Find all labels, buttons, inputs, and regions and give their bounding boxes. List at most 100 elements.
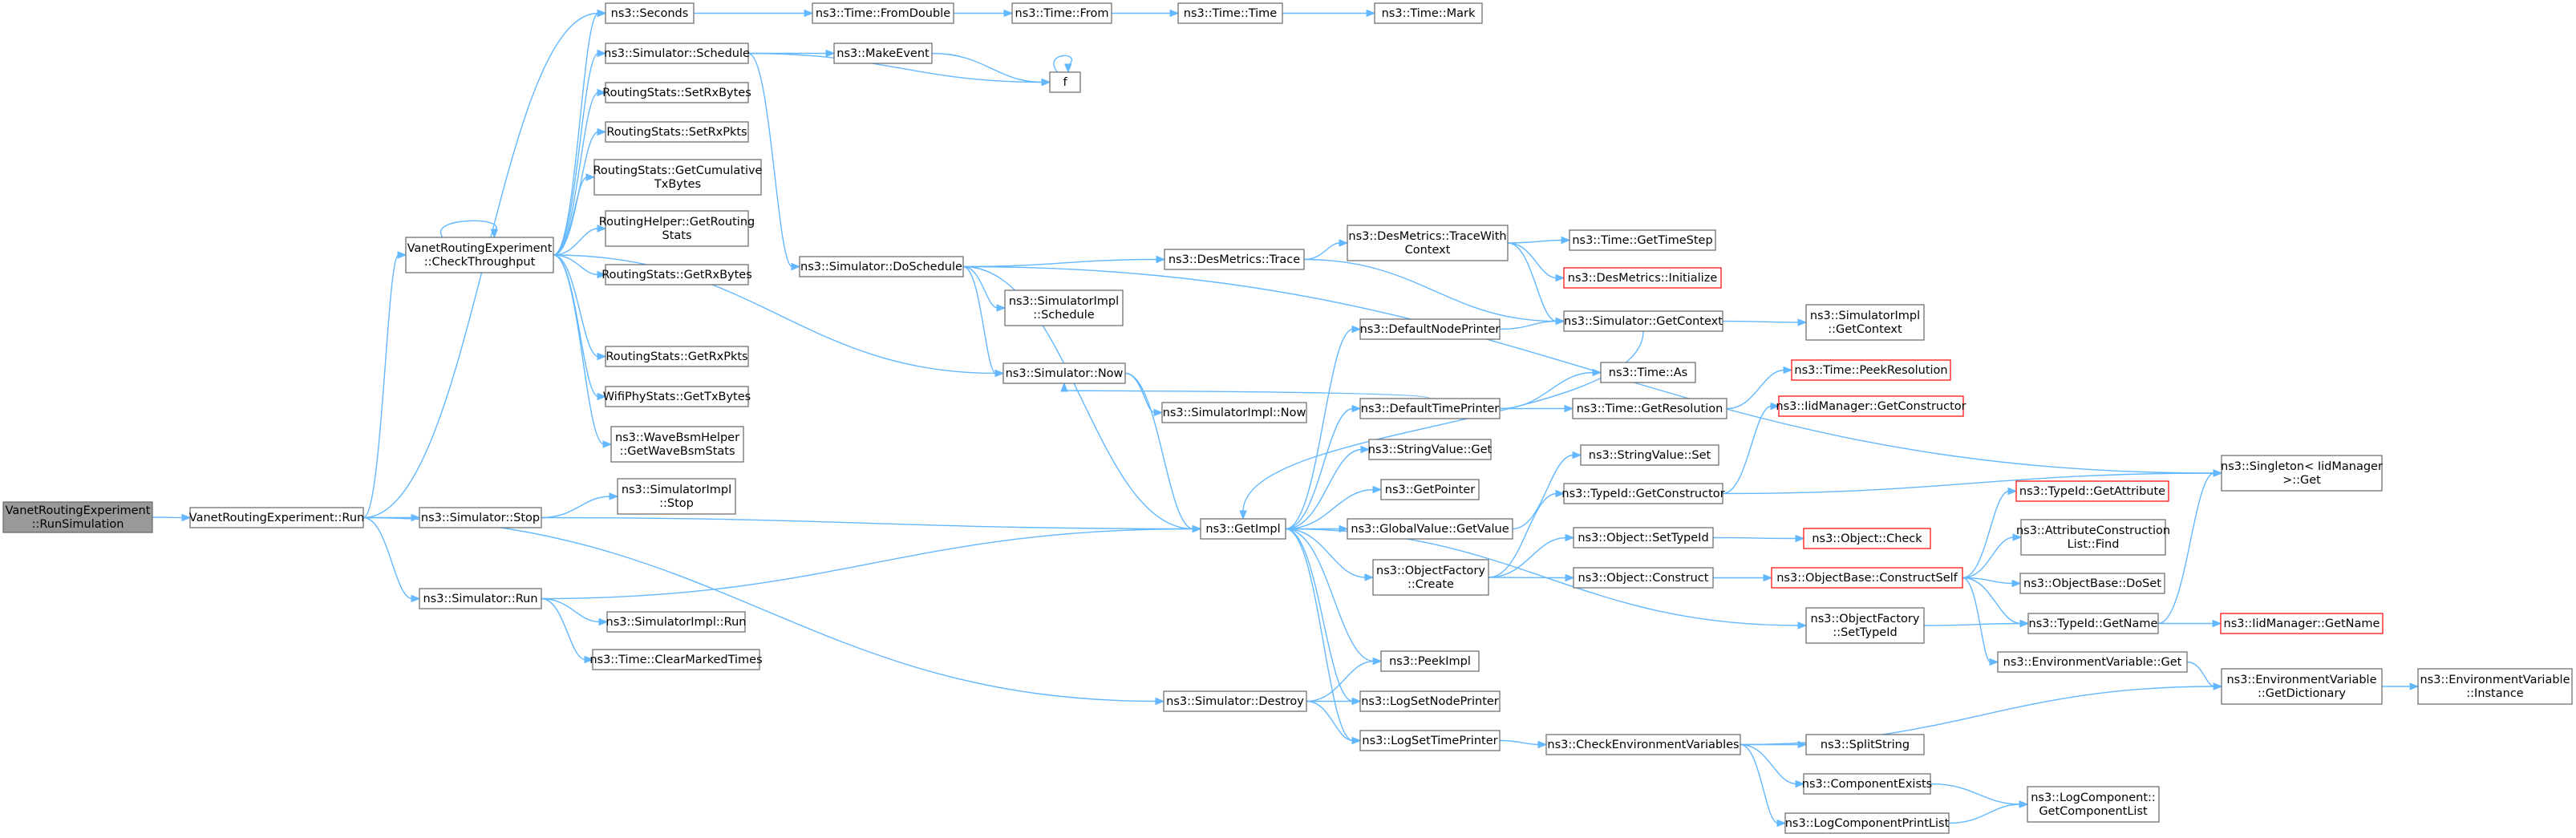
node-label: ns3::Time::As xyxy=(1609,366,1687,379)
node-string-value-set[interactable]: ns3::StringValue::Set xyxy=(1580,444,1719,466)
node-singleton-get[interactable]: ns3::Singleton< IidManager >::Get xyxy=(2221,455,2383,492)
node-get-context[interactable]: ns3::Simulator::GetContext xyxy=(1563,310,1723,332)
edge-get-impl-to-default-time-printer xyxy=(1285,404,1362,530)
node-get-time-step[interactable]: ns3::Time::GetTimeStep xyxy=(1569,229,1716,251)
node-from-double[interactable]: ns3::Time::FromDouble xyxy=(812,2,954,24)
node-do-schedule[interactable]: ns3::Simulator::DoSchedule xyxy=(799,256,964,277)
node-env-get[interactable]: ns3::EnvironmentVariable::Get xyxy=(1997,651,2188,673)
node-time-time[interactable]: ns3::Time::Time xyxy=(1177,2,1283,24)
node-label: ns3::DesMetrics::TraceWith xyxy=(1348,230,1506,243)
node-root[interactable]: VanetRoutingExperiment::RunSimulation xyxy=(2,501,153,533)
node-log-component-print-list[interactable]: ns3::LogComponentPrintList xyxy=(1784,812,1950,834)
edge-trace-with-context-to-get-time-step xyxy=(1507,236,1571,245)
node-obj-factory-set-type-id[interactable]: ns3::ObjectFactory::SetTypeId xyxy=(1805,607,1925,644)
node-string-value-get[interactable]: ns3::StringValue::Get xyxy=(1368,439,1493,460)
node-set-rx-pkts[interactable]: RoutingStats::SetRxPkts xyxy=(605,121,749,143)
node-label: ::Schedule xyxy=(1033,309,1094,322)
node-impl-run[interactable]: ns3::SimulatorImpl::Run xyxy=(606,611,747,633)
node-label: ns3::SplitString xyxy=(1821,739,1910,751)
node-component-exists[interactable]: ns3::ComponentExists xyxy=(1802,773,1933,795)
node-impl-now[interactable]: ns3::SimulatorImpl::Now xyxy=(1161,402,1307,423)
node-sim-now[interactable]: ns3::Simulator::Now xyxy=(1002,362,1126,384)
edge-check-env-vars-to-log-component-print-list xyxy=(1740,743,1787,828)
node-peek-impl[interactable]: ns3::PeekImpl xyxy=(1380,650,1480,672)
node-type-id-get-name[interactable]: ns3::TypeId::GetName xyxy=(2027,613,2159,634)
node-iid-get-constructor[interactable]: ns3::IidManager::GetConstructor xyxy=(1776,395,1966,417)
node-des-init[interactable]: ns3::DesMetrics::Initialize xyxy=(1563,267,1722,289)
node-f[interactable]: f xyxy=(1049,71,1081,93)
node-des-trace[interactable]: ns3::DesMetrics::Trace xyxy=(1164,249,1305,270)
node-impl-schedule[interactable]: ns3::SimulatorImpl::Schedule xyxy=(1004,289,1124,326)
edge-do-schedule-to-sim-now xyxy=(962,265,1005,378)
node-default-time-printer[interactable]: ns3::DefaultTimePrinter xyxy=(1359,398,1501,419)
node-seconds[interactable]: ns3::Seconds xyxy=(605,2,695,24)
edge-type-id-get-name-to-singleton-get xyxy=(2157,469,2223,625)
node-sim-destroy[interactable]: ns3::Simulator::Destroy xyxy=(1163,690,1307,712)
node-label: ns3::ComponentExists xyxy=(1802,778,1933,791)
node-get-impl[interactable]: ns3::GetImpl xyxy=(1200,518,1286,540)
node-do-set[interactable]: ns3::ObjectBase::DoSet xyxy=(2019,573,2165,594)
edge-obj-factory-create-to-obj-set-type-id xyxy=(1488,533,1575,578)
node-get-rx-pkts[interactable]: RoutingStats::GetRxPkts xyxy=(605,346,749,367)
node-log-set-time-printer[interactable]: ns3::LogSetTimePrinter xyxy=(1359,730,1501,751)
node-obj-set-type-id[interactable]: ns3::Object::SetTypeId xyxy=(1573,527,1714,549)
edge-check-throughput-to-get-wave-bsm xyxy=(553,254,613,448)
node-sim-run[interactable]: ns3::Simulator::Run xyxy=(419,588,542,609)
edge-seconds-to-from-double xyxy=(694,9,814,18)
node-time-as[interactable]: ns3::Time::As xyxy=(1600,362,1696,383)
node-impl-stop[interactable]: ns3::SimulatorImpl::Stop xyxy=(617,478,736,515)
node-label: ns3::Simulator::GetContext xyxy=(1564,315,1723,328)
node-label: ns3::Object::Check xyxy=(1812,532,1922,545)
node-type-id-get-attribute[interactable]: ns3::TypeId::GetAttribute xyxy=(2015,480,2169,502)
edge-log-component-print-list-to-get-component-list xyxy=(1948,800,2029,824)
node-type-id-get-constructor[interactable]: ns3::TypeId::GetConstructor xyxy=(1561,483,1725,504)
node-label: ns3::TypeId::GetConstructor xyxy=(1561,488,1724,500)
edge-do-schedule-to-des-trace xyxy=(962,255,1166,268)
node-impl-get-context[interactable]: ns3::SimulatorImpl::GetContext xyxy=(1805,304,1925,341)
edge-check-throughput-to-get-cum-tx xyxy=(553,173,596,256)
edge-obj-factory-create-to-type-id-get-constructor xyxy=(1488,489,1565,578)
node-get-component-list[interactable]: ns3::LogComponent::GetComponentList xyxy=(2027,786,2160,823)
edge-construct-self-to-env-get xyxy=(1962,577,1999,666)
node-env-instance[interactable]: ns3::EnvironmentVariable::Instance xyxy=(2417,668,2573,705)
node-label: ns3::SimulatorImpl::Run xyxy=(606,616,747,629)
node-label: ns3::ObjectFactory xyxy=(1811,613,1920,625)
edge-get-context-to-impl-get-context xyxy=(1722,318,1808,326)
node-check-env-vars[interactable]: ns3::CheckEnvironmentVariables xyxy=(1545,734,1741,755)
node-get-resolution[interactable]: ns3::Time::GetResolution xyxy=(1572,398,1727,419)
node-get-rx-bytes[interactable]: RoutingStats::GetRxBytes xyxy=(601,264,752,285)
node-global-get-value[interactable]: ns3::GlobalValue::GetValue xyxy=(1347,518,1513,540)
node-iid-get-name[interactable]: ns3::IidManager::GetName xyxy=(2220,613,2384,634)
node-label: ns3::TypeId::GetAttribute xyxy=(2019,485,2165,498)
node-clear-marked[interactable]: ns3::Time::ClearMarkedTimes xyxy=(589,649,763,670)
node-obj-construct[interactable]: ns3::Object::Construct xyxy=(1573,567,1714,589)
node-env-get-dict[interactable]: ns3::EnvironmentVariable::GetDictionary xyxy=(2221,668,2383,705)
node-set-rx-bytes[interactable]: RoutingStats::SetRxBytes xyxy=(602,82,751,103)
edge-check-throughput-to-seconds xyxy=(553,9,607,256)
node-make-event[interactable]: ns3::MakeEvent xyxy=(833,43,933,64)
node-time-from[interactable]: ns3::Time::From xyxy=(1011,2,1112,24)
edge-run-to-sim-run xyxy=(363,516,421,603)
node-get-tx-bytes[interactable]: WifiPhyStats::GetTxBytes xyxy=(603,386,751,407)
node-run[interactable]: VanetRoutingExperiment::Run xyxy=(189,507,364,528)
node-schedule[interactable]: ns3::Simulator::Schedule xyxy=(604,43,750,64)
node-sim-stop[interactable]: ns3::Simulator::Stop xyxy=(419,507,542,528)
node-label: ns3::LogComponent:: xyxy=(2031,791,2156,804)
node-obj-check[interactable]: ns3::Object::Check xyxy=(1803,528,1931,549)
node-peek-resolution[interactable]: ns3::Time::PeekResolution xyxy=(1791,359,1951,381)
node-time-mark[interactable]: ns3::Time::Mark xyxy=(1374,2,1483,24)
node-obj-factory-create[interactable]: ns3::ObjectFactory::Create xyxy=(1372,559,1489,596)
node-log-set-node-printer[interactable]: ns3::LogSetNodePrinter xyxy=(1359,690,1501,712)
node-default-node-printer[interactable]: ns3::DefaultNodePrinter xyxy=(1359,318,1501,340)
node-check-throughput[interactable]: VanetRoutingExperiment::CheckThroughput xyxy=(405,237,554,273)
node-split-string[interactable]: ns3::SplitString xyxy=(1805,734,1925,755)
node-label: ns3::EnvironmentVariable xyxy=(2226,674,2376,686)
node-construct-self[interactable]: ns3::ObjectBase::ConstructSelf xyxy=(1771,567,1963,589)
node-get-pointer[interactable]: ns3::GetPointer xyxy=(1380,479,1480,500)
node-get-wave-bsm[interactable]: ns3::WaveBsmHelper::GetWaveBsmStats xyxy=(610,426,744,463)
